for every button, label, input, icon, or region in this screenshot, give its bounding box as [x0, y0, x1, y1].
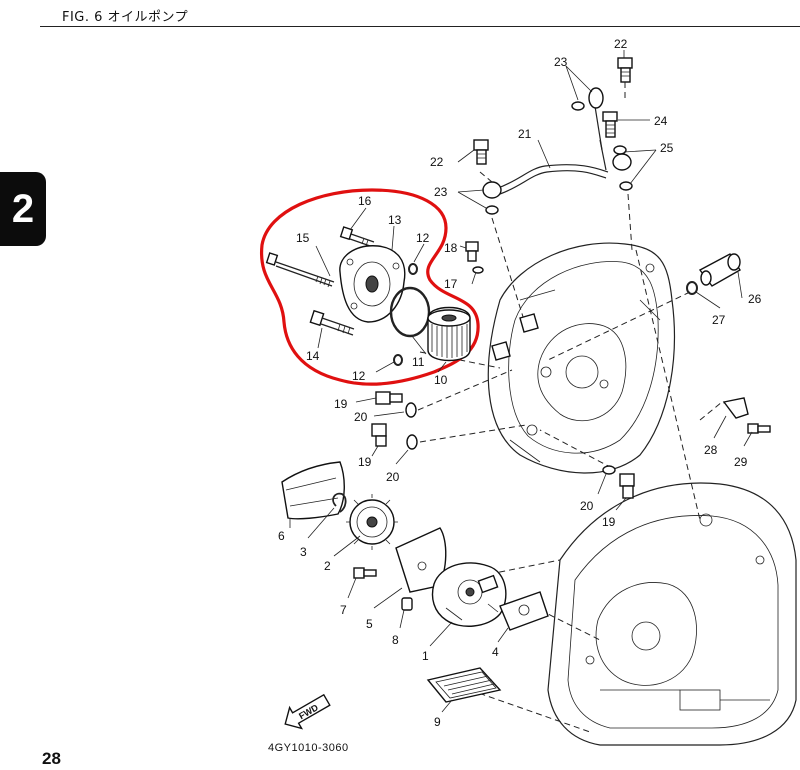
circlip-3	[332, 492, 347, 513]
callout-19: 19	[358, 455, 372, 469]
leader-lines	[289, 50, 753, 713]
page-number: 28	[42, 749, 61, 768]
callout-20: 20	[386, 470, 400, 484]
pump-drive-gear	[346, 494, 398, 550]
crankcase-cover	[487, 242, 675, 474]
oil-pipe-fitting-26	[698, 253, 741, 287]
forward-arrow: FWD	[284, 693, 331, 730]
callout-25: 25	[660, 141, 674, 155]
bolt-18	[465, 241, 479, 262]
gasket-20-c	[602, 465, 616, 475]
clamp-28	[722, 397, 749, 419]
o-ring-27	[686, 281, 698, 295]
oil-filter-element	[427, 306, 471, 362]
bolt-15	[265, 252, 335, 288]
callout-5: 5	[366, 617, 373, 631]
callout-12: 12	[352, 369, 366, 383]
callout-12: 12	[416, 231, 430, 245]
gasket-25-a	[613, 145, 627, 155]
cover-6	[281, 461, 345, 520]
gasket-20-a	[405, 402, 417, 418]
callout-15: 15	[296, 231, 310, 245]
callout-6: 6	[278, 529, 285, 543]
pump-gasket	[499, 591, 549, 631]
oil-strainer	[426, 667, 502, 703]
bolt-14	[309, 309, 355, 336]
highlight-outline	[259, 188, 480, 386]
crankcase	[547, 482, 797, 746]
chapter-tab: 2	[0, 172, 46, 246]
callout-23: 23	[554, 55, 568, 69]
washer-17	[472, 266, 484, 274]
o-ring-12-bottom	[393, 354, 403, 366]
bolt-16	[339, 226, 375, 248]
callout-2: 2	[324, 559, 331, 573]
drain-plug-19-a	[375, 391, 403, 405]
callout-21: 21	[518, 127, 532, 141]
union-bolt-22-left	[473, 139, 489, 165]
callout-1: 1	[422, 649, 429, 663]
callout-14: 14	[306, 349, 320, 363]
callout-3: 3	[300, 545, 307, 559]
oil-delivery-pipe	[482, 87, 632, 199]
callout-8: 8	[392, 633, 399, 647]
callout-26: 26	[748, 292, 762, 306]
drain-plug-19-b	[371, 423, 387, 447]
callout-19: 19	[602, 515, 616, 529]
gasket-25-b	[619, 181, 633, 191]
cover-boss	[491, 341, 511, 361]
callout-10: 10	[434, 373, 448, 387]
callout-19: 19	[334, 397, 348, 411]
gasket-23-left	[485, 205, 499, 215]
callout-22: 22	[430, 155, 444, 169]
callout-20: 20	[354, 410, 368, 424]
callout-17: 17	[444, 277, 458, 291]
oil-pump-assembly	[431, 562, 507, 627]
oil-filter-cover	[339, 245, 406, 323]
figure-title: FIG. 6 オイルポンプ	[62, 10, 189, 25]
callout-20: 20	[580, 499, 594, 513]
drawing-code: 4GY1010-3060	[268, 742, 349, 754]
callout-11: 11	[412, 355, 425, 369]
gasket-20-b	[406, 434, 418, 450]
callout-9: 9	[434, 715, 441, 729]
bolt-29	[747, 423, 771, 434]
callout-27: 27	[712, 313, 726, 327]
header-rule	[40, 26, 800, 27]
bolt-24	[602, 111, 618, 138]
callout-18: 18	[444, 241, 458, 255]
o-ring-12-top	[408, 263, 418, 275]
dowel-8	[401, 597, 413, 611]
o-ring-11	[389, 286, 431, 338]
callout-7: 7	[340, 603, 347, 617]
callout-16: 16	[358, 194, 372, 208]
cover-boss-2	[519, 313, 539, 333]
callout-28: 28	[704, 443, 718, 457]
gasket-23-top	[571, 101, 585, 111]
bolt-7	[353, 567, 377, 579]
callout-13: 13	[388, 213, 402, 227]
callout-22: 22	[614, 37, 628, 51]
callout-4: 4	[492, 645, 499, 659]
union-bolt-22-top	[617, 57, 633, 83]
drain-plug-19-c	[619, 473, 635, 499]
callout-numbers: 22 23 24 21 25 22 23 16 15 13 12 18 17 1…	[278, 37, 762, 729]
callout-24: 24	[654, 114, 668, 128]
callout-23: 23	[434, 185, 448, 199]
callout-29: 29	[734, 455, 748, 469]
